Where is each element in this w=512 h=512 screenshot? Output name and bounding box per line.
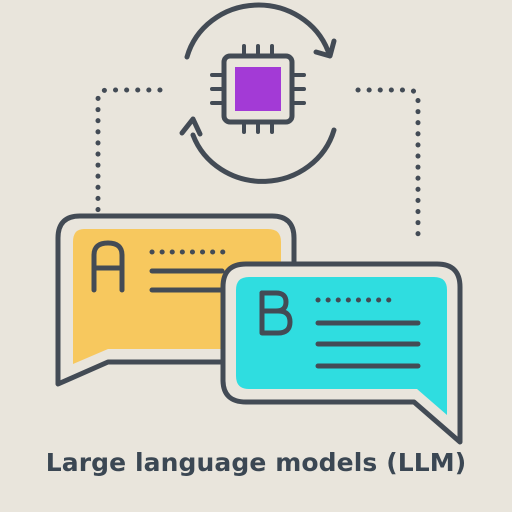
sync-arrows-icon — [179, 2, 337, 184]
cpu-chip-icon — [210, 44, 306, 134]
chat-bubble-b — [220, 261, 463, 445]
caption-title: Large language models (LLM) — [45, 448, 467, 477]
dotted-connector-left — [95, 87, 163, 217]
dotted-connector-right — [355, 87, 421, 247]
